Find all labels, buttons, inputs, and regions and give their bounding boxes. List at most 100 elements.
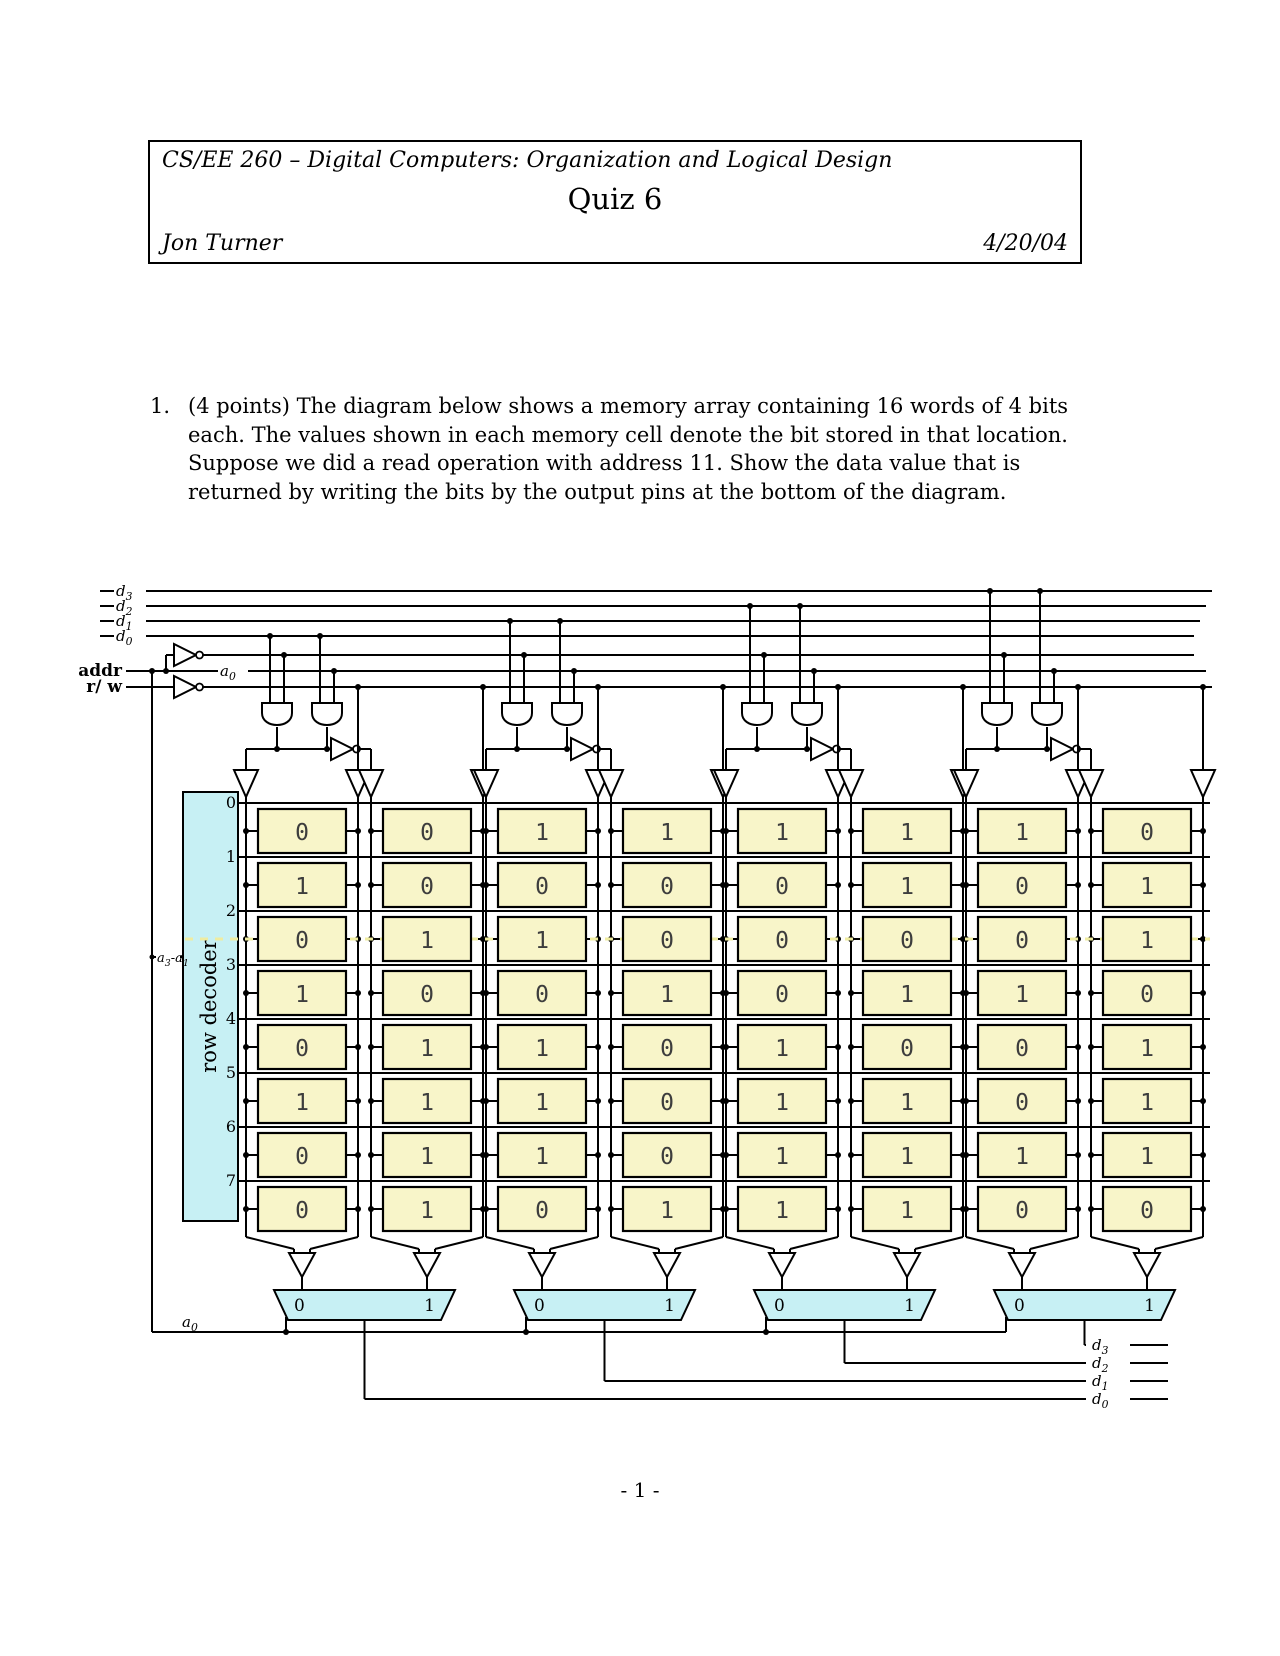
memory-cell-value: 1 xyxy=(775,1144,789,1170)
junction-dot xyxy=(723,990,729,996)
a0-inline-label: a0 xyxy=(220,662,236,683)
memory-cell xyxy=(256,1077,348,1125)
memory-cell-value: 0 xyxy=(1140,820,1154,846)
memory-cell-value: 1 xyxy=(1140,1144,1154,1170)
memory-cell-value: 1 xyxy=(775,1036,789,1062)
column-output-buffer-icon xyxy=(287,1252,317,1280)
junction-dot xyxy=(355,1044,361,1050)
junction-dot xyxy=(835,828,841,834)
junction-dot xyxy=(595,882,601,888)
buffer-triangle-icon xyxy=(472,769,500,800)
buffer-triangle-icon xyxy=(1077,769,1105,800)
memory-cell xyxy=(496,807,588,855)
junction-dot xyxy=(1088,1206,1094,1212)
memory-cell xyxy=(976,1023,1068,1071)
memory-cell xyxy=(621,861,713,909)
junction-dot xyxy=(835,684,841,690)
and-gate-icon xyxy=(1031,702,1063,726)
junction-dot xyxy=(960,684,966,690)
memory-cell-value: 0 xyxy=(1015,1198,1029,1224)
memory-cell-value: 0 xyxy=(420,874,434,900)
memory-cell-value: 1 xyxy=(535,1036,549,1062)
row-number: 1 xyxy=(226,847,236,866)
junction-dot xyxy=(963,1044,969,1050)
memory-cell xyxy=(1101,915,1193,963)
junction-dot xyxy=(963,828,969,834)
and-gate-icon xyxy=(981,702,1013,726)
a0-bottom-label: a0 xyxy=(182,1313,198,1334)
junction-dot xyxy=(1200,882,1206,888)
wire xyxy=(549,1236,599,1250)
memory-cell-value: 0 xyxy=(1015,1036,1029,1062)
junction-dot xyxy=(1075,1098,1081,1104)
memory-cell xyxy=(621,1131,713,1179)
junction-dot xyxy=(557,618,563,624)
memory-cell xyxy=(976,969,1068,1017)
memory-cell xyxy=(1101,861,1193,909)
memory-cell xyxy=(381,915,473,963)
memory-cell-value: 1 xyxy=(900,874,914,900)
wire xyxy=(370,1236,420,1250)
wire xyxy=(674,1236,724,1250)
memory-cell-value: 1 xyxy=(900,982,914,1008)
memory-cell xyxy=(976,1185,1068,1233)
memory-cell-value: 0 xyxy=(660,1144,674,1170)
buffer-triangle-icon xyxy=(712,769,740,800)
junction-dot xyxy=(368,1206,374,1212)
memory-cell xyxy=(861,1131,953,1179)
junction-dot xyxy=(595,684,601,690)
memory-cell-value: 1 xyxy=(420,1090,434,1116)
memory-cell-value: 1 xyxy=(1140,1090,1154,1116)
row-number: 4 xyxy=(226,1009,236,1028)
memory-cell xyxy=(256,969,348,1017)
memory-cell-value: 1 xyxy=(660,982,674,1008)
memory-cell-value: 0 xyxy=(295,1198,309,1224)
row-number: 0 xyxy=(226,793,236,812)
memory-cell-value: 0 xyxy=(660,1036,674,1062)
write-inverter-icon xyxy=(1050,736,1076,762)
junction-dot xyxy=(747,603,753,609)
memory-cell-value: 0 xyxy=(1140,1198,1154,1224)
memory-cell-value: 1 xyxy=(420,1036,434,1062)
row-decoder xyxy=(182,791,239,1222)
junction-dot xyxy=(608,828,614,834)
memory-cell-value: 0 xyxy=(295,1144,309,1170)
memory-cell xyxy=(496,1023,588,1071)
wire xyxy=(965,1236,1015,1250)
page-number: - 1 - xyxy=(620,1478,660,1502)
junction-dot xyxy=(483,1044,489,1050)
memory-cell-value: 1 xyxy=(420,1144,434,1170)
memory-cell-value: 0 xyxy=(1015,928,1029,954)
junction-dot xyxy=(1200,990,1206,996)
junction-dot xyxy=(835,1044,841,1050)
memory-cell-value: 0 xyxy=(775,982,789,1008)
column-output-buffer-icon xyxy=(1007,1252,1037,1280)
memory-cell xyxy=(861,1023,953,1071)
memory-cell-value: 0 xyxy=(1015,1090,1029,1116)
junction-dot xyxy=(1088,1152,1094,1158)
and-gate-icon xyxy=(261,702,293,726)
junction-dot xyxy=(595,1206,601,1212)
wire xyxy=(1029,1236,1079,1250)
memory-cell xyxy=(381,1185,473,1233)
memory-cell xyxy=(621,807,713,855)
junction-dot xyxy=(835,1098,841,1104)
junction-dot xyxy=(811,668,817,674)
junction-dot xyxy=(243,882,249,888)
junction-dot xyxy=(1075,990,1081,996)
junction-dot xyxy=(595,1044,601,1050)
junction-dot xyxy=(483,1098,489,1104)
column-output-buffer-icon xyxy=(527,1252,557,1280)
inverter-bubble-icon xyxy=(195,650,204,660)
row-number: 2 xyxy=(226,901,236,920)
memory-cell xyxy=(496,1185,588,1233)
junction-dot xyxy=(723,828,729,834)
junction-dot xyxy=(1075,684,1081,690)
junction-dot xyxy=(283,1329,289,1335)
memory-cell xyxy=(861,807,953,855)
memory-cell xyxy=(976,915,1068,963)
memory-cell xyxy=(256,1131,348,1179)
junction-dot xyxy=(608,1206,614,1212)
buffer-triangle-icon xyxy=(357,769,385,800)
memory-cell-value: 1 xyxy=(1015,820,1029,846)
